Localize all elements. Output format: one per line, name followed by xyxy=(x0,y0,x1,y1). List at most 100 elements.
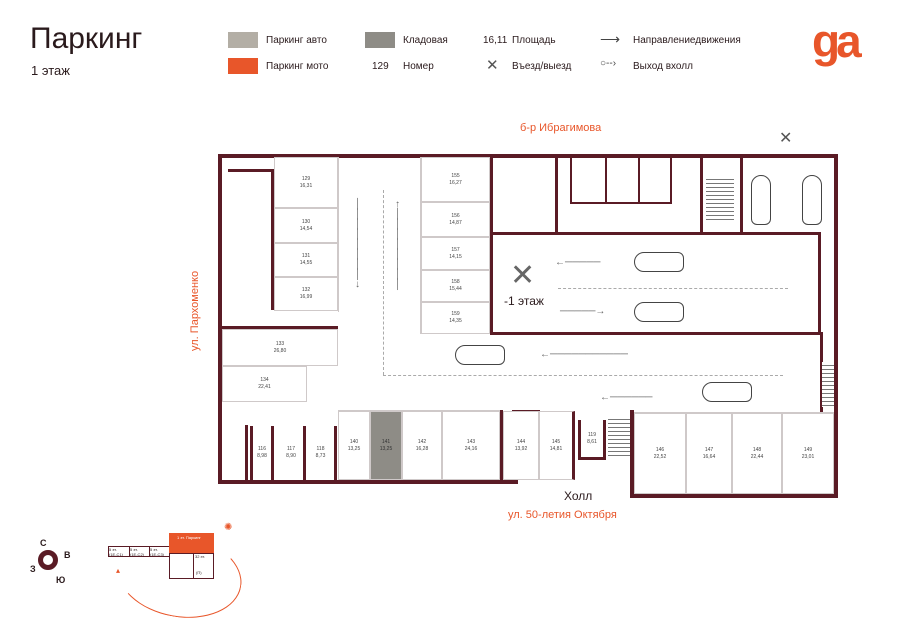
room-number: 144 xyxy=(516,438,526,445)
room-number: 146 xyxy=(655,446,665,453)
stairs xyxy=(608,416,630,458)
legend-storage: Кладовая xyxy=(403,35,448,46)
room-number: 155 xyxy=(451,172,460,179)
building-code: (1Е-С2) xyxy=(130,552,145,557)
room-number: 129 xyxy=(301,175,311,182)
arrow-left-icon: ←─────────── xyxy=(540,349,628,360)
room-area: 8,61 xyxy=(587,438,597,445)
legend-auto: Паркинг авто xyxy=(266,35,327,46)
moto-swatch xyxy=(228,58,258,74)
room-number: 131 xyxy=(301,253,311,259)
room-number: 148 xyxy=(752,446,762,453)
street-left: ул. Пархоменко xyxy=(189,270,201,351)
legend-number: Номер xyxy=(403,61,434,72)
room-area: 8,73 xyxy=(315,453,326,459)
arrow-down-icon: ││││││││↓ xyxy=(355,199,362,290)
room-area: 22,44 xyxy=(750,453,764,460)
lower-floor-label: -1 этаж xyxy=(504,294,544,308)
car-icon xyxy=(634,302,684,322)
stairs xyxy=(822,362,834,407)
room-area: 16,27 xyxy=(449,179,462,186)
sun-path xyxy=(110,524,249,628)
legend-area-sample: 16,11 xyxy=(483,35,508,46)
room-area: 14,54 xyxy=(299,225,313,232)
room-area: 22,41 xyxy=(258,384,271,390)
room-area: 8,98 xyxy=(257,453,267,459)
stairs xyxy=(706,176,734,220)
room-area: 24,16 xyxy=(464,445,478,452)
room-number: 147 xyxy=(704,446,714,453)
building-label: 32 эт. xyxy=(195,554,206,559)
logo: ga xyxy=(812,15,862,67)
room-area: 16,64 xyxy=(702,453,716,460)
building-label: (П) xyxy=(196,570,202,575)
room-area: 16,99 xyxy=(299,294,313,300)
building-code: (1Е-С3) xyxy=(150,552,165,557)
exit-icon: ○--› xyxy=(600,58,617,69)
room-number: 141 xyxy=(381,438,391,445)
room-area: 23,01 xyxy=(801,453,815,460)
room-area: 16,31 xyxy=(299,182,313,189)
sunset-icon: ▴ xyxy=(116,566,121,575)
room-area: 14,87 xyxy=(449,219,462,226)
compass-west: З xyxy=(30,564,36,574)
legend-number-sample: 129 xyxy=(372,61,389,72)
room-number: 143 xyxy=(466,438,476,445)
car-icon xyxy=(634,252,684,272)
car-icon xyxy=(802,175,822,225)
street-top: б-р Ибрагимова xyxy=(520,122,602,134)
building-label: 5 эт. xyxy=(150,547,158,552)
room-area: 26,80 xyxy=(273,347,287,354)
room-area: 13,25 xyxy=(347,445,361,452)
street-bottom: ул. 50-летия Октября xyxy=(508,509,617,521)
auto-swatch xyxy=(228,32,258,48)
parking-highlight: 1 эт. Паркинг xyxy=(169,533,214,554)
arrow-right-icon: ─────→ xyxy=(560,306,606,317)
room-number: 119 xyxy=(588,431,596,438)
room-number: 118 xyxy=(316,446,325,452)
room-number: 132 xyxy=(301,287,311,293)
room-area: 13,25 xyxy=(379,445,393,452)
entry-cross-icon: ✕ xyxy=(510,259,536,292)
sun-icon: ✺ xyxy=(224,522,233,533)
legend-direction: Направлениедвижения xyxy=(633,35,741,46)
page-title: Паркинг xyxy=(30,22,143,55)
room-number: 130 xyxy=(301,218,311,225)
floor-label: 1 этаж xyxy=(31,63,70,78)
room-area: 15,44 xyxy=(449,286,462,292)
room-number: 133 xyxy=(275,340,285,347)
building-label: 5 эт. xyxy=(130,547,138,552)
room-number: 149 xyxy=(803,446,813,453)
arrow-left-icon: ←────── xyxy=(600,392,653,403)
car-icon xyxy=(702,382,752,402)
legend-moto: Паркинг мото xyxy=(266,61,329,72)
arrow-up-icon: ↑││││││││ xyxy=(395,199,402,290)
storage-swatch xyxy=(365,32,395,48)
hall-label: Холл xyxy=(564,489,593,503)
